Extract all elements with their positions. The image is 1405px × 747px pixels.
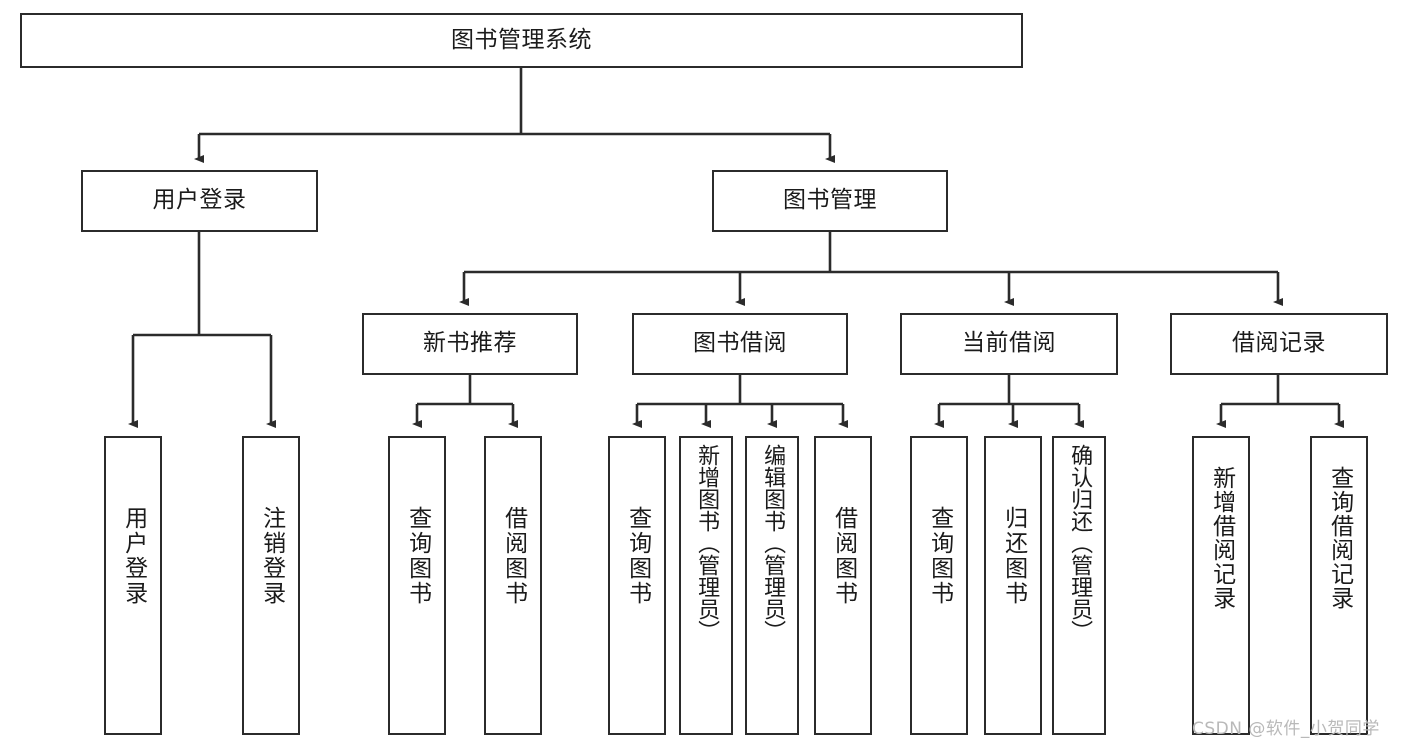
node-leaf-user-login-label: 用户登录 <box>120 506 147 606</box>
node-user-login-label: 用户登录 <box>152 187 247 214</box>
node-book-manage[interactable]: 图书管理 <box>712 170 948 232</box>
node-leaf-borrow-book-bor[interactable]: 借阅图书 <box>814 436 872 735</box>
node-leaf-query-book-rec-label: 查询图书 <box>404 506 431 606</box>
node-new-book-rec[interactable]: 新书推荐 <box>362 313 578 375</box>
node-leaf-query-book-bor-label: 查询图书 <box>624 506 651 606</box>
node-leaf-add-book-label: 新增图书（管理员） <box>694 444 720 642</box>
node-leaf-query-book-cur-label: 查询图书 <box>926 506 953 606</box>
node-new-book-rec-label: 新书推荐 <box>423 330 517 357</box>
node-current-borrow-label: 当前借阅 <box>962 330 1056 357</box>
node-leaf-edit-book-label: 编辑图书（管理员） <box>760 444 786 642</box>
node-root-label: 图书管理系统 <box>451 26 592 53</box>
node-borrow-record-label: 借阅记录 <box>1232 330 1326 357</box>
node-leaf-user-login[interactable]: 用户登录 <box>104 436 162 735</box>
node-leaf-add-record[interactable]: 新增借阅记录 <box>1192 436 1250 735</box>
node-user-login[interactable]: 用户登录 <box>81 170 318 232</box>
node-book-borrow-label: 图书借阅 <box>693 330 787 357</box>
node-borrow-record[interactable]: 借阅记录 <box>1170 313 1388 375</box>
node-current-borrow[interactable]: 当前借阅 <box>900 313 1118 375</box>
csdn-watermark: CSDN @软件_小贺同学 <box>1192 719 1380 739</box>
node-leaf-user-logout-label: 注销登录 <box>258 506 285 606</box>
node-leaf-borrow-book-bor-label: 借阅图书 <box>830 506 857 606</box>
node-leaf-confirm-return[interactable]: 确认归还（管理员） <box>1052 436 1106 735</box>
node-leaf-query-book-rec[interactable]: 查询图书 <box>388 436 446 735</box>
node-leaf-confirm-return-label: 确认归还（管理员） <box>1067 444 1093 642</box>
node-book-borrow[interactable]: 图书借阅 <box>632 313 848 375</box>
node-leaf-return-book[interactable]: 归还图书 <box>984 436 1042 735</box>
node-leaf-borrow-book-rec-label: 借阅图书 <box>500 506 527 606</box>
node-leaf-return-book-label: 归还图书 <box>1000 506 1027 606</box>
node-leaf-add-book[interactable]: 新增图书（管理员） <box>679 436 733 735</box>
node-leaf-add-record-label: 新增借阅记录 <box>1208 466 1235 610</box>
node-book-manage-label: 图书管理 <box>783 187 877 214</box>
node-root[interactable]: 图书管理系统 <box>20 13 1023 68</box>
node-leaf-edit-book[interactable]: 编辑图书（管理员） <box>745 436 799 735</box>
node-leaf-borrow-book-rec[interactable]: 借阅图书 <box>484 436 542 735</box>
node-leaf-query-record[interactable]: 查询借阅记录 <box>1310 436 1368 735</box>
node-leaf-query-record-label: 查询借阅记录 <box>1326 466 1353 610</box>
node-leaf-user-logout[interactable]: 注销登录 <box>242 436 300 735</box>
node-leaf-query-book-cur[interactable]: 查询图书 <box>910 436 968 735</box>
node-leaf-query-book-bor[interactable]: 查询图书 <box>608 436 666 735</box>
